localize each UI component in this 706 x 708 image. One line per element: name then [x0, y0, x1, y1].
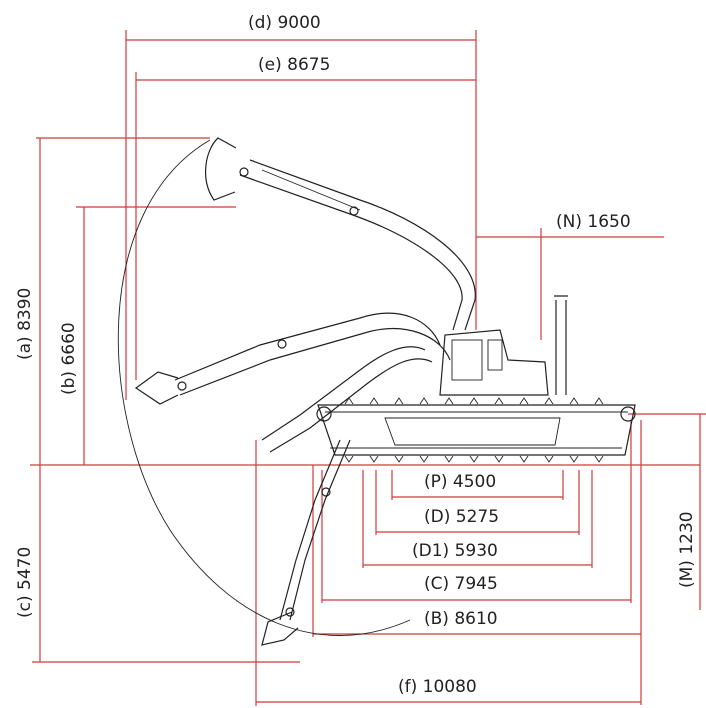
track-cleats-bottom: [344, 455, 604, 463]
label-n: (N) 1650: [556, 212, 631, 232]
boom-upper: [205, 137, 476, 331]
dimension-labels: (d) 9000 (e) 8675 (N) 1650 (a) 8390 (b) …: [15, 13, 697, 697]
label-e: (e) 8675: [258, 55, 330, 75]
bucket-upper: [205, 137, 237, 201]
sprocket-rear: [620, 406, 636, 422]
dimension-lines: [30, 30, 706, 706]
label-a: (a) 8390: [15, 288, 35, 360]
label-f: (f) 10080: [398, 677, 477, 697]
sprocket-front: [316, 406, 332, 422]
excavator-drawing: [117, 137, 636, 646]
bucket-lower: [261, 611, 299, 646]
label-c: (c) 5470: [15, 547, 35, 618]
label-d: (d) 9000: [248, 13, 321, 33]
label-bb: (B) 8610: [424, 609, 498, 629]
track-cleats-top: [344, 397, 604, 405]
label-cc: (C) 7945: [424, 574, 498, 594]
label-m: (M) 1230: [677, 511, 697, 588]
exhaust-stack: [554, 295, 568, 395]
boom-lower: [261, 346, 433, 646]
label-d1: (D1) 5930: [412, 541, 498, 561]
pontoon: [316, 397, 636, 463]
boom-middle: [134, 312, 451, 405]
cab: [439, 295, 568, 396]
label-dd: (D) 5275: [424, 507, 499, 527]
reach-envelope-arc: [117, 139, 411, 636]
label-p: (P) 4500: [424, 472, 496, 492]
label-b: (b) 6660: [59, 322, 79, 395]
bucket-middle: [134, 371, 179, 405]
